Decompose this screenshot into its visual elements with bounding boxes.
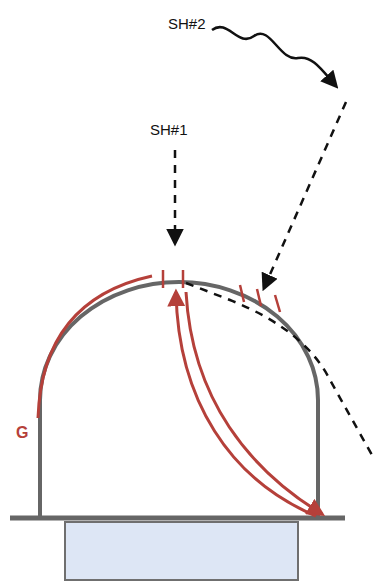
dome-outline (40, 282, 318, 518)
red-arrow (186, 292, 322, 514)
wave-arrow (264, 102, 346, 288)
tick-mark (182, 270, 185, 288)
tick-mark (162, 270, 165, 288)
wave-arrow (174, 150, 177, 243)
base-line (10, 516, 345, 521)
wave-label: SH#2 (168, 16, 206, 33)
tick-mark (257, 289, 261, 306)
wave-label: SH#1 (150, 122, 188, 139)
g-arc (38, 276, 152, 418)
base-block (65, 522, 298, 580)
tick-mark (240, 285, 244, 302)
red-arrow (176, 292, 316, 516)
wavy-arrow (212, 27, 336, 86)
tick-mark (275, 295, 280, 312)
gradient-label: G (16, 424, 28, 442)
